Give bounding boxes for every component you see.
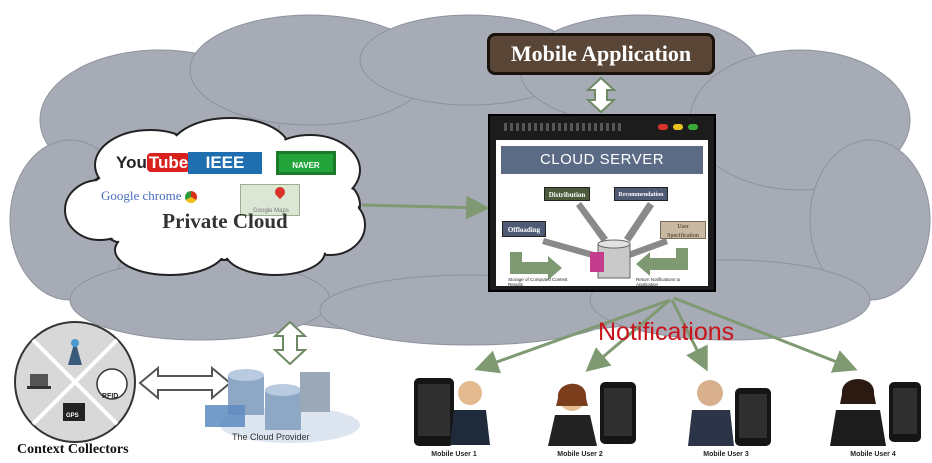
app-server-double-arrow bbox=[585, 76, 617, 114]
notifications-label: Notifications bbox=[598, 318, 735, 346]
naver-logo: NAVER bbox=[276, 151, 336, 175]
recommendation-label: Recommendation bbox=[614, 187, 668, 201]
gps-label: GPS bbox=[66, 413, 79, 419]
cloud-provider-databases bbox=[205, 369, 360, 443]
map-pin-icon bbox=[272, 184, 288, 200]
cloud-provider-double-arrow bbox=[272, 320, 308, 366]
mobile-user-3-label: Mobile User 3 bbox=[703, 451, 749, 458]
private-to-server-arrow bbox=[361, 195, 490, 220]
server-yellow-dot bbox=[673, 124, 683, 130]
user-specification-label: User Specification bbox=[660, 221, 706, 239]
youtube-tube-text: Tube bbox=[146, 153, 191, 172]
storage-note: Storage of Computed Context Results bbox=[508, 277, 568, 287]
cloud-provider-label: The Cloud Provider bbox=[232, 432, 310, 442]
google-maps-logo: Google Maps bbox=[240, 184, 300, 216]
server-red-dot bbox=[658, 124, 668, 130]
server-internal-arrows bbox=[510, 202, 688, 280]
mobile-application-box: Mobile Application bbox=[487, 33, 715, 75]
collectors-provider-double-arrow bbox=[138, 365, 232, 401]
return-note: Return Notifications to Application bbox=[636, 277, 681, 287]
chrome-icon bbox=[184, 191, 197, 204]
context-collectors-circle bbox=[14, 321, 136, 443]
ieee-logo: IEEE bbox=[188, 152, 262, 174]
chrome-text: Google chrome bbox=[101, 188, 182, 203]
mobile-user-4-label: Mobile User 4 bbox=[850, 451, 896, 458]
mobile-user-1-label: Mobile User 1 bbox=[431, 451, 477, 458]
naver-text: NAVER bbox=[292, 161, 320, 170]
server-green-dot bbox=[688, 124, 698, 130]
cloud-server-window: CLOUD SERVER Distribution bbox=[488, 114, 716, 292]
distribution-label: Distribution bbox=[544, 187, 590, 201]
database-icon bbox=[590, 239, 631, 279]
server-content-panel: CLOUD SERVER Distribution bbox=[496, 140, 708, 287]
rfid-label: RFID bbox=[102, 393, 119, 400]
cloud-server-title: CLOUD SERVER bbox=[501, 146, 703, 174]
mobile-user-2-label: Mobile User 2 bbox=[557, 451, 603, 458]
mobile-users-figures bbox=[414, 378, 921, 446]
youtube-you-text: You bbox=[116, 153, 147, 172]
notification-arrows bbox=[474, 296, 858, 374]
maps-text: Google Maps bbox=[253, 208, 289, 214]
ieee-text: IEEE bbox=[205, 153, 245, 172]
private-cloud-label: Private Cloud bbox=[162, 209, 288, 233]
context-collectors-label: Context Collectors bbox=[17, 442, 129, 457]
google-chrome-logo: Google chrome bbox=[101, 188, 197, 204]
offloading-label: Offloading bbox=[502, 221, 546, 237]
server-window-toolbar bbox=[504, 123, 624, 131]
